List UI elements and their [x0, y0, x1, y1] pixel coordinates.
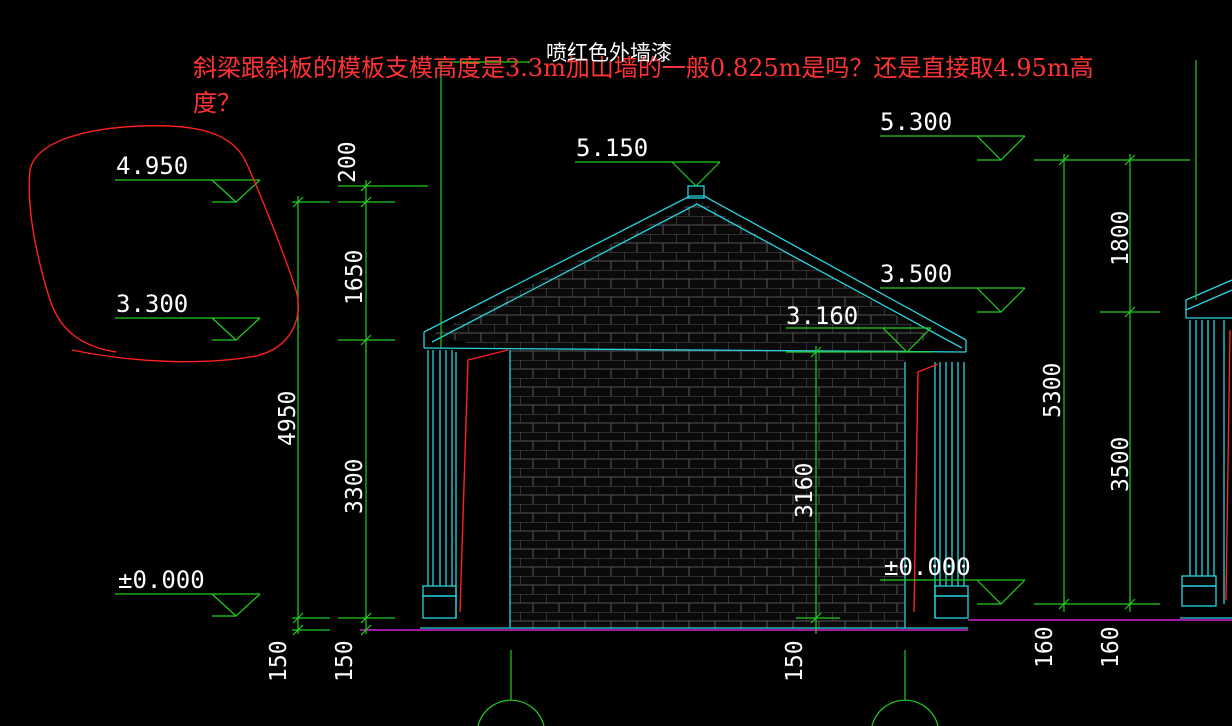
right-column: [904, 362, 969, 628]
dim-3160: 3160: [792, 463, 818, 518]
dim-1800: 1800: [1108, 211, 1134, 266]
level-left-top: 4.950: [116, 152, 188, 180]
dim-1650: 1650: [342, 250, 368, 305]
dim-5300: 5300: [1040, 363, 1066, 418]
level-ridge: 5.150: [576, 134, 648, 162]
markup-circle: [28, 125, 299, 363]
dim-160-a: 160: [1032, 626, 1058, 668]
level-left-ground: ±0.000: [118, 566, 205, 594]
question-line-2: 度？: [193, 89, 241, 117]
level-right-top: 5.300: [880, 108, 952, 136]
gable-wall: [430, 200, 932, 628]
question-line-1: 斜梁跟斜板的模板支模高度是3.3m加山墙的一般0.825m是吗？还是直接取4.9…: [193, 54, 1094, 82]
left-column: [422, 349, 511, 628]
level-left-mid: 3.300: [116, 290, 188, 318]
dim-200: 200: [335, 141, 361, 183]
dim-3300: 3300: [342, 459, 368, 514]
adjacent-building-partial: [1181, 279, 1232, 607]
level-right-ground: ±0.000: [884, 553, 971, 581]
dim-4950: 4950: [275, 391, 301, 446]
level-right-mid: 3.500: [880, 260, 952, 288]
dim-3500: 3500: [1108, 437, 1134, 492]
roof-outline: [423, 185, 967, 353]
dimension-chains: [292, 154, 1190, 636]
axis-markers: [477, 650, 939, 726]
ground-line: [360, 617, 1232, 631]
level-eave: 3.160: [786, 302, 858, 330]
dim-160-b: 160: [1098, 626, 1124, 668]
paint-annotation: 喷红色外墙漆: [546, 41, 672, 65]
dim-150-a: 150: [266, 640, 292, 682]
level-marks: [115, 135, 1026, 617]
dim-150-c: 150: [782, 640, 808, 682]
dim-150-b: 150: [332, 640, 358, 682]
leader-lines: [440, 60, 1197, 348]
